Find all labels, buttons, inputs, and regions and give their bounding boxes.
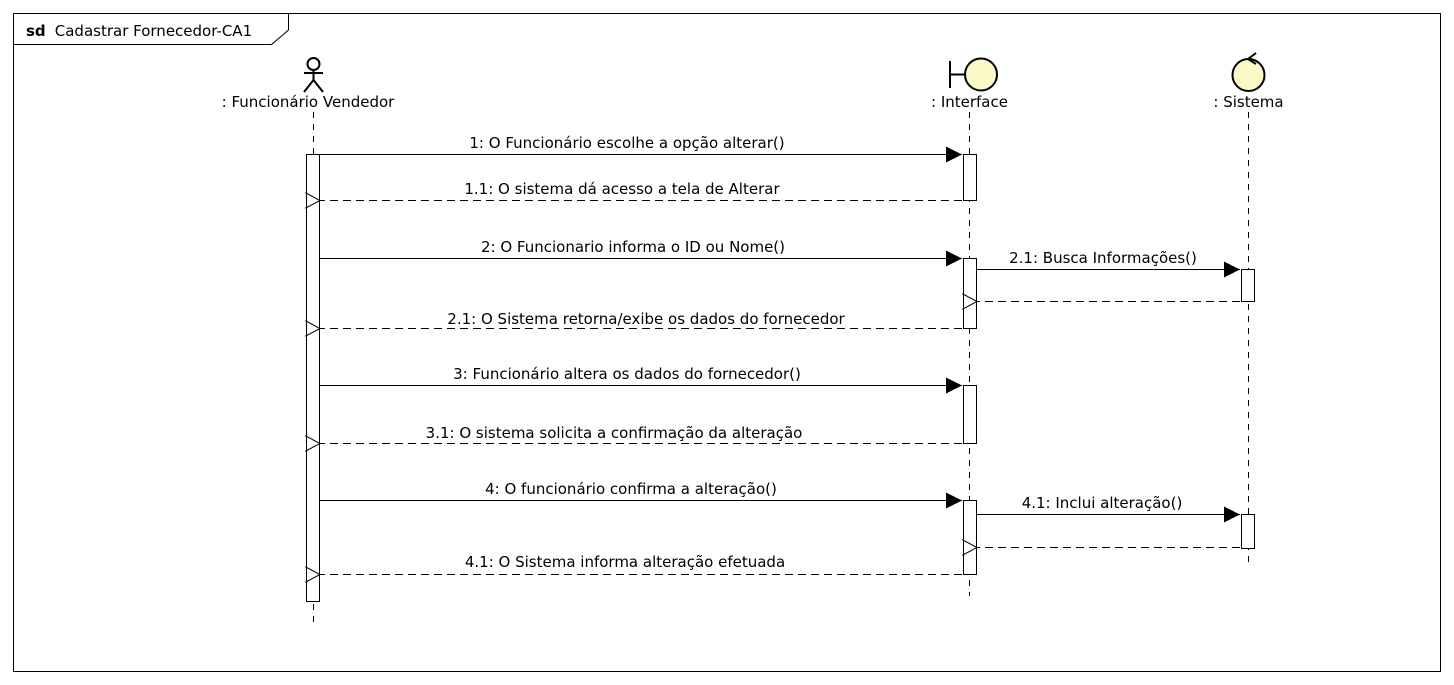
diagram-frame xyxy=(13,13,1441,672)
message-label: 4.1: O Sistema informa alteração efetuad… xyxy=(465,553,785,571)
lifeline-label-funcionario: : Funcionário Vendedor xyxy=(222,93,395,111)
activation-interface xyxy=(963,500,977,575)
message-label: 2: O Funcionario informa o ID ou Nome() xyxy=(481,238,785,256)
frame-tab xyxy=(13,13,289,45)
control-icon xyxy=(1231,52,1266,92)
message-label: 1.1: O sistema dá acesso a tela de Alter… xyxy=(464,180,780,198)
activation-sistema xyxy=(1241,514,1255,549)
activation-interface xyxy=(963,154,977,201)
message-label: 4: O funcionário confirma a alteração() xyxy=(485,480,777,498)
frame-title: Cadastrar Fornecedor-CA1 xyxy=(55,22,252,40)
message-label: 1: O Funcionário escolhe a opção alterar… xyxy=(469,134,784,152)
svg-text:sd Cadastrar Fornecedor-CA: sd Cadastrar Fornecedor-CA1 xyxy=(26,21,252,40)
message-label: 2.1: O Sistema retorna/exibe os dados do… xyxy=(447,310,845,328)
activation-sistema xyxy=(1241,269,1255,302)
activation-funcionario xyxy=(306,154,320,602)
message-label: 3.1: O sistema solicita a confirmação da… xyxy=(426,424,803,442)
frame-keyword: sd xyxy=(26,22,46,40)
boundary-icon xyxy=(949,57,998,92)
message-label: 4.1: Inclui alteração() xyxy=(1022,494,1183,512)
actor-icon xyxy=(303,57,324,93)
lifeline-label-sistema: : Sistema xyxy=(1213,93,1283,111)
activation-interface xyxy=(963,258,977,329)
lifeline-label-interface: : Interface xyxy=(931,93,1008,111)
message-label: 2.1: Busca Informações() xyxy=(1009,249,1197,267)
message-label: 3: Funcionário altera os dados do fornec… xyxy=(453,365,801,383)
activation-interface xyxy=(963,385,977,444)
